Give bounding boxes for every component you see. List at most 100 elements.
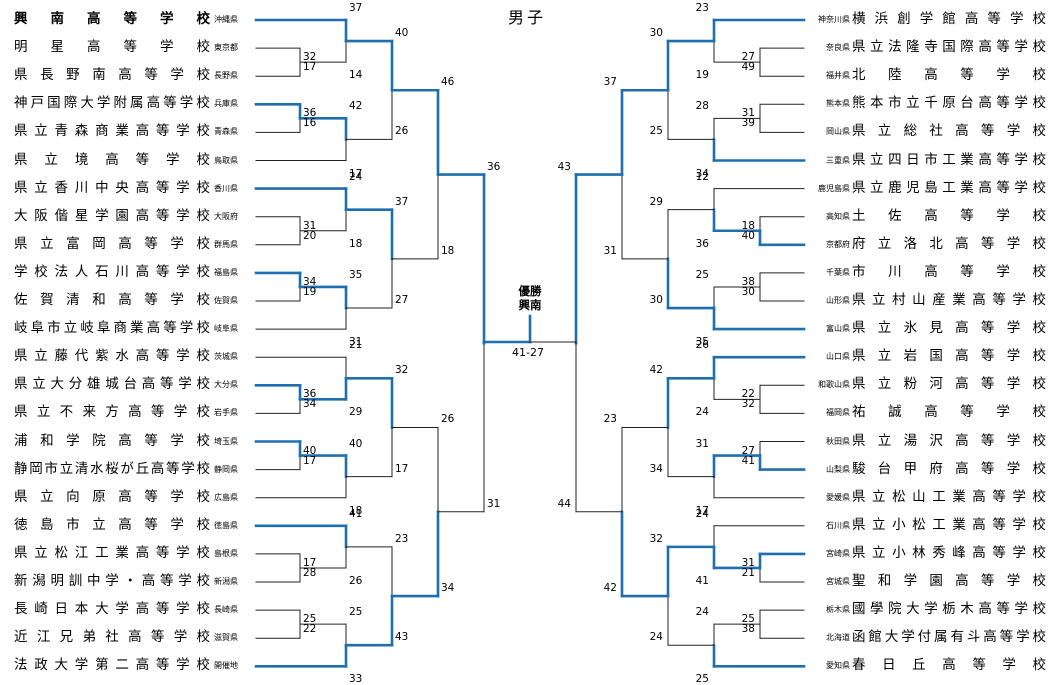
score-label: 31 [303,219,317,232]
prefecture-label: 沖縄県 [214,15,238,24]
team-name: 県立松江工業高等学校 [14,544,210,561]
team-name: 県立湯沢高等学校 [852,432,1046,449]
team-name: 県立四日市工業高等学校 [852,151,1046,168]
prefecture-label: 福岡県 [826,408,850,418]
prefecture-label: 福井県 [826,71,850,81]
score-label: 18 [349,237,363,250]
score-label: 24 [695,507,709,520]
score-label: 30 [649,27,663,40]
score-label: 40 [349,437,363,450]
prefecture-label: 鹿児島県 [818,183,850,193]
prefecture-label: 香川県 [214,183,238,193]
team-name: 長崎日本大学高等学校 [14,601,210,618]
prefecture-label: 埼玉県 [214,436,238,446]
score-label: 36 [695,237,709,250]
score-label: 27 [741,51,755,64]
score-label: 41 [741,454,755,467]
team-name: 県立粉河高等学校 [852,376,1046,393]
score-label: 33 [349,673,363,685]
prefecture-label: 鳥取県 [214,155,238,165]
prefecture-label: 東京都 [214,43,238,53]
team-name: 静岡市立清水桜が丘高等学校 [14,460,210,477]
team-name: 祐誠高等学校 [852,404,1046,421]
team-name: 北陸高等学校 [852,67,1046,84]
team-name: 新潟明訓中学・高等学校 [14,573,210,589]
score-label: 34 [303,275,317,288]
prefecture-label: 神奈川県 [818,15,850,24]
prefecture-label: 北海道 [826,633,850,643]
team-name: 近江兄弟社高等学校 [14,629,210,646]
score-label: 19 [695,69,709,82]
team-name: 県立向原高等学校 [14,488,210,505]
team-name: 県立境高等学校 [14,151,210,168]
score-label: 31 [603,244,617,257]
score-label: 30 [649,294,663,307]
prefecture-label: 茨城県 [214,352,238,362]
team-name: 市川高等学校 [852,263,1046,280]
score-label: 29 [349,406,363,419]
prefecture-label: 富山県 [826,324,850,334]
score-label: 40 [303,444,317,457]
score-label: 26 [695,339,709,352]
prefecture-label: 山口県 [826,352,850,362]
team-name: 県立小林秀峰高等学校 [852,544,1046,561]
team-name: 聖和学園高等学校 [852,573,1046,589]
team-name: 佐賀清和高等学校 [14,292,210,308]
team-name: 大阪偕星学園高等学校 [14,207,210,224]
team-name: 県立岩国高等学校 [852,348,1046,365]
team-name: 県立松山工業高等学校 [852,488,1046,505]
prefecture-label: 山梨県 [826,464,850,474]
score-label: 22 [303,623,317,636]
score-label: 17 [303,454,317,467]
score-label: 42 [603,582,617,595]
score-label: 26 [395,125,409,138]
team-name: 県長野南高等学校 [14,67,210,84]
prefecture-label: 大分県 [214,380,238,390]
score-label: 25 [695,673,709,685]
score-label: 32 [303,51,317,64]
score-label: 32 [395,364,409,377]
team-name: 県立藤代紫水高等学校 [14,348,210,365]
score-label: 35 [349,268,363,281]
champion-heading: 優勝 [518,284,542,298]
score-label: 30 [741,286,755,298]
score-label: 31 [695,437,709,450]
team-name: 横浜創学館高等学校 [852,11,1046,27]
score-label: 19 [303,286,317,298]
score-label: 31 [741,107,755,120]
team-name: 県立大分雄城台高等学校 [14,376,210,393]
team-name: 県立富岡高等学校 [14,235,210,252]
score-label: 36 [303,388,317,401]
score-label: 40 [741,229,755,242]
team-name: 土佐高等学校 [852,207,1046,224]
prefecture-label: 岩手県 [214,408,238,418]
team-name: 浦和学院高等学校 [14,432,210,449]
score-label: 35 [695,336,709,349]
score-label: 37 [395,195,409,208]
score-label: 46 [441,76,455,89]
score-label: 24 [695,606,709,619]
team-name: 法政大学第二高等学校 [14,657,210,674]
prefecture-label: 長野県 [214,71,238,81]
score-label: 17 [395,462,409,475]
score-label: 27 [395,294,409,307]
prefecture-label: 岐阜県 [214,324,238,334]
prefecture-label: 秋田県 [826,436,850,446]
prefecture-label: 滋賀県 [214,633,238,643]
team-name: 熊本市立千原台高等学校 [852,95,1046,112]
score-label: 29 [649,195,663,208]
score-label: 27 [741,444,755,457]
team-name: 國學院大学栃木高等学校 [852,601,1046,618]
score-label: 31 [349,336,363,349]
team-name: 県立青森商業高等学校 [14,123,210,140]
prefecture-label: 三重県 [826,155,850,165]
score-label: 23 [603,413,617,426]
score-label: 42 [349,100,363,113]
score-label: 49 [741,61,755,74]
page-title: 男子 [508,8,547,27]
score-label: 24 [649,631,663,644]
team-name: 県立鹿児島工業高等学校 [852,179,1046,196]
team-name: 興南高等学校 [14,11,210,27]
score-label: 18 [349,504,363,517]
